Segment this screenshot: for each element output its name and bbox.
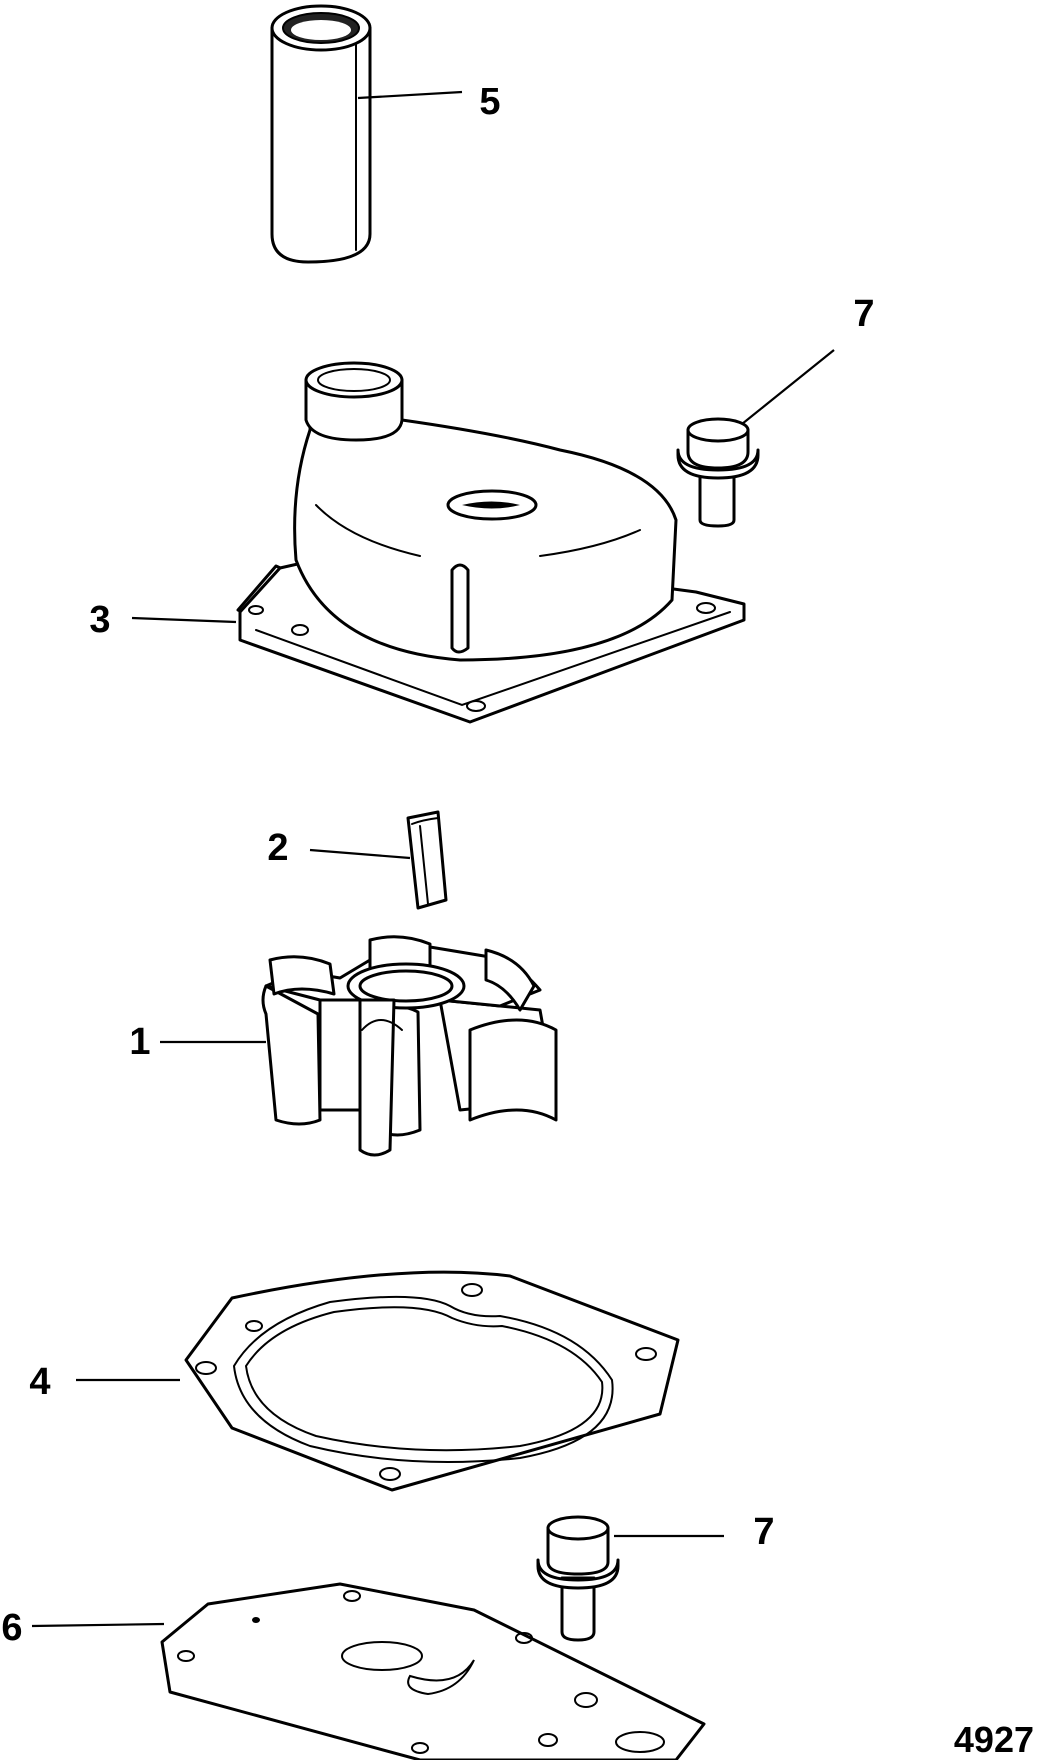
leader-5 [357,90,463,100]
callout-labels: 5 7 3 2 1 4 7 6 4927 [1,81,1034,1760]
leader-6 [31,1622,165,1628]
callout-4: 4 [29,1361,50,1403]
leader-2 [309,848,411,860]
leader-3 [131,616,237,624]
callout-7-upper: 7 [853,293,874,335]
callout-2: 2 [267,827,288,869]
part-impeller [261,935,558,1157]
part-key [406,810,448,910]
callout-6: 6 [1,1607,22,1649]
callout-1: 1 [129,1021,150,1063]
callout-5: 5 [479,81,500,123]
part-bolt-upper [676,417,760,528]
part-plate [160,1582,706,1760]
callout-3: 3 [89,599,110,641]
part-gasket [184,1270,680,1492]
part-pump-housing [236,361,746,724]
callout-7-lower: 7 [753,1511,774,1553]
leader-7-upper [741,349,835,425]
figure-number: 4927 [954,1719,1034,1760]
part-bolt-lower [536,1515,620,1642]
part-tube [270,4,372,264]
leader-lines [31,90,835,1628]
